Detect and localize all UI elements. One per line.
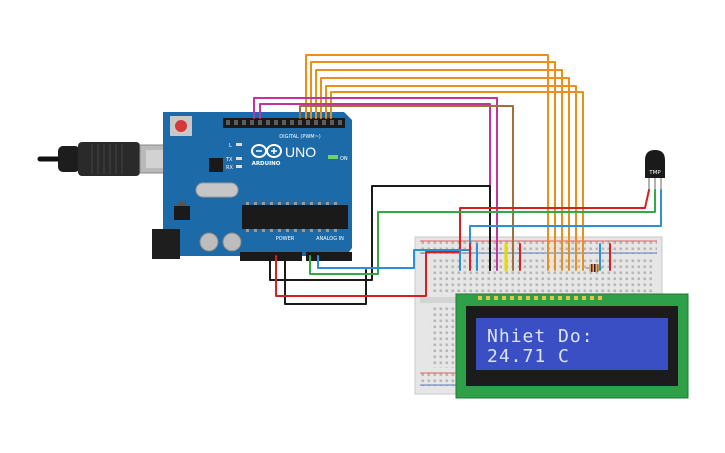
wire-sensor-gnd bbox=[317, 189, 662, 269]
lcd-line-1: Nhiet Do: bbox=[487, 326, 594, 347]
wire-ground bbox=[269, 185, 491, 281]
terminal-rows-top bbox=[430, 258, 652, 294]
temperature-sensor[interactable]: TMP bbox=[645, 150, 665, 190]
lcd-screen bbox=[476, 318, 668, 370]
arduino-uno-board[interactable]: DIGITAL (PWM~) UNO ARDUINO L TX RX ON bbox=[152, 112, 352, 261]
lcd-pin-header bbox=[478, 296, 602, 300]
top-power-rail bbox=[420, 240, 657, 254]
wire-orange bbox=[310, 61, 556, 271]
wire-brown bbox=[299, 105, 514, 271]
wire-ground bbox=[284, 255, 367, 305]
led-rx-label: RX bbox=[226, 165, 233, 171]
lcd-module[interactable]: Nhiet Do: 24.71 C bbox=[455, 293, 689, 399]
wire-orange bbox=[305, 54, 549, 271]
usb-chip bbox=[209, 158, 223, 172]
atmega-chip bbox=[242, 202, 348, 232]
power-label: POWER bbox=[276, 236, 295, 242]
sensor-label: TMP bbox=[648, 170, 661, 176]
wire-analog-signal bbox=[309, 189, 656, 275]
brand-label: ARDUINO bbox=[252, 161, 281, 167]
voltage-regulator bbox=[174, 206, 190, 220]
wire-orange bbox=[325, 85, 577, 271]
analog-label: ANALOG IN bbox=[316, 236, 344, 242]
power-jack bbox=[152, 229, 180, 259]
capacitor bbox=[222, 232, 242, 252]
lcd-line-2: 24.71 C bbox=[487, 346, 570, 367]
digital-label: DIGITAL (PWM~) bbox=[279, 134, 321, 140]
analog-header bbox=[306, 252, 352, 261]
crystal bbox=[195, 182, 239, 198]
wire-magenta bbox=[253, 97, 498, 271]
power-led bbox=[328, 155, 338, 159]
led-tx-label: TX bbox=[225, 157, 233, 163]
wire-orange bbox=[315, 69, 563, 271]
wire-5v bbox=[275, 189, 650, 297]
on-label: ON bbox=[340, 156, 348, 162]
model-label: UNO bbox=[285, 144, 316, 160]
led-l-label: L bbox=[229, 143, 232, 149]
capacitor bbox=[199, 232, 219, 252]
arduino-logo-icon bbox=[251, 144, 282, 158]
